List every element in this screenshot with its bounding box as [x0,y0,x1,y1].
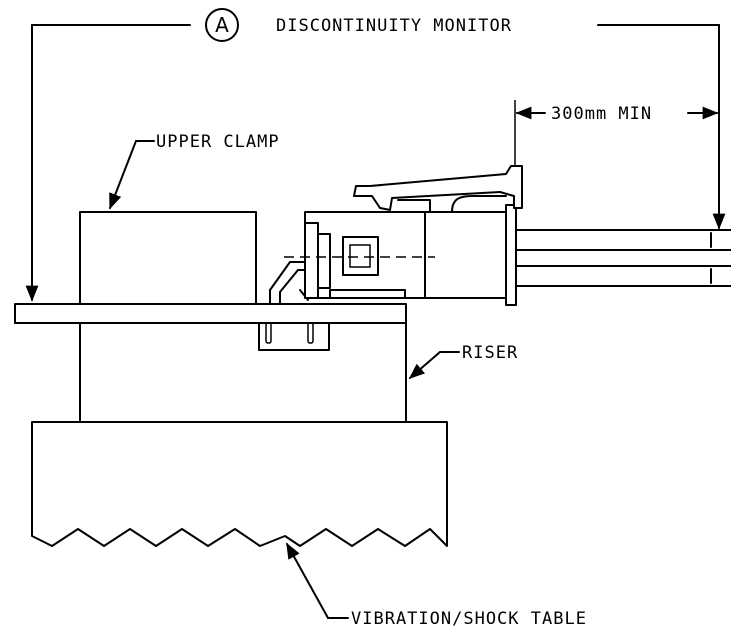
upper-clamp-label: UPPER CLAMP [156,132,280,152]
callout-circle [205,8,239,42]
upper-clamp [79,211,257,305]
callout-letter: A [215,13,229,37]
vibration-table [31,421,448,547]
table-callout: VIBRATION/SHOCK TABLE [286,542,587,629]
riser-block [79,322,407,423]
connector-lead [269,261,309,305]
connector-housing [304,204,517,306]
latch-arm [353,165,523,213]
monitor-label: DISCONTINUITY MONITOR [276,16,512,36]
table-label: VIBRATION/SHOCK TABLE [351,609,587,629]
cables [515,229,731,287]
upper-clamp-callout: UPPER CLAMP [109,132,280,210]
header-pins [258,322,330,351]
riser-callout: RISER [408,343,518,380]
dimension-300mm: 300mm MIN [514,100,719,165]
monitor-leader: A DISCONTINUITY MONITOR [25,8,726,302]
riser-label: RISER [462,343,518,363]
circuit-board [14,303,407,324]
dimension-label: 300mm MIN [551,104,652,124]
